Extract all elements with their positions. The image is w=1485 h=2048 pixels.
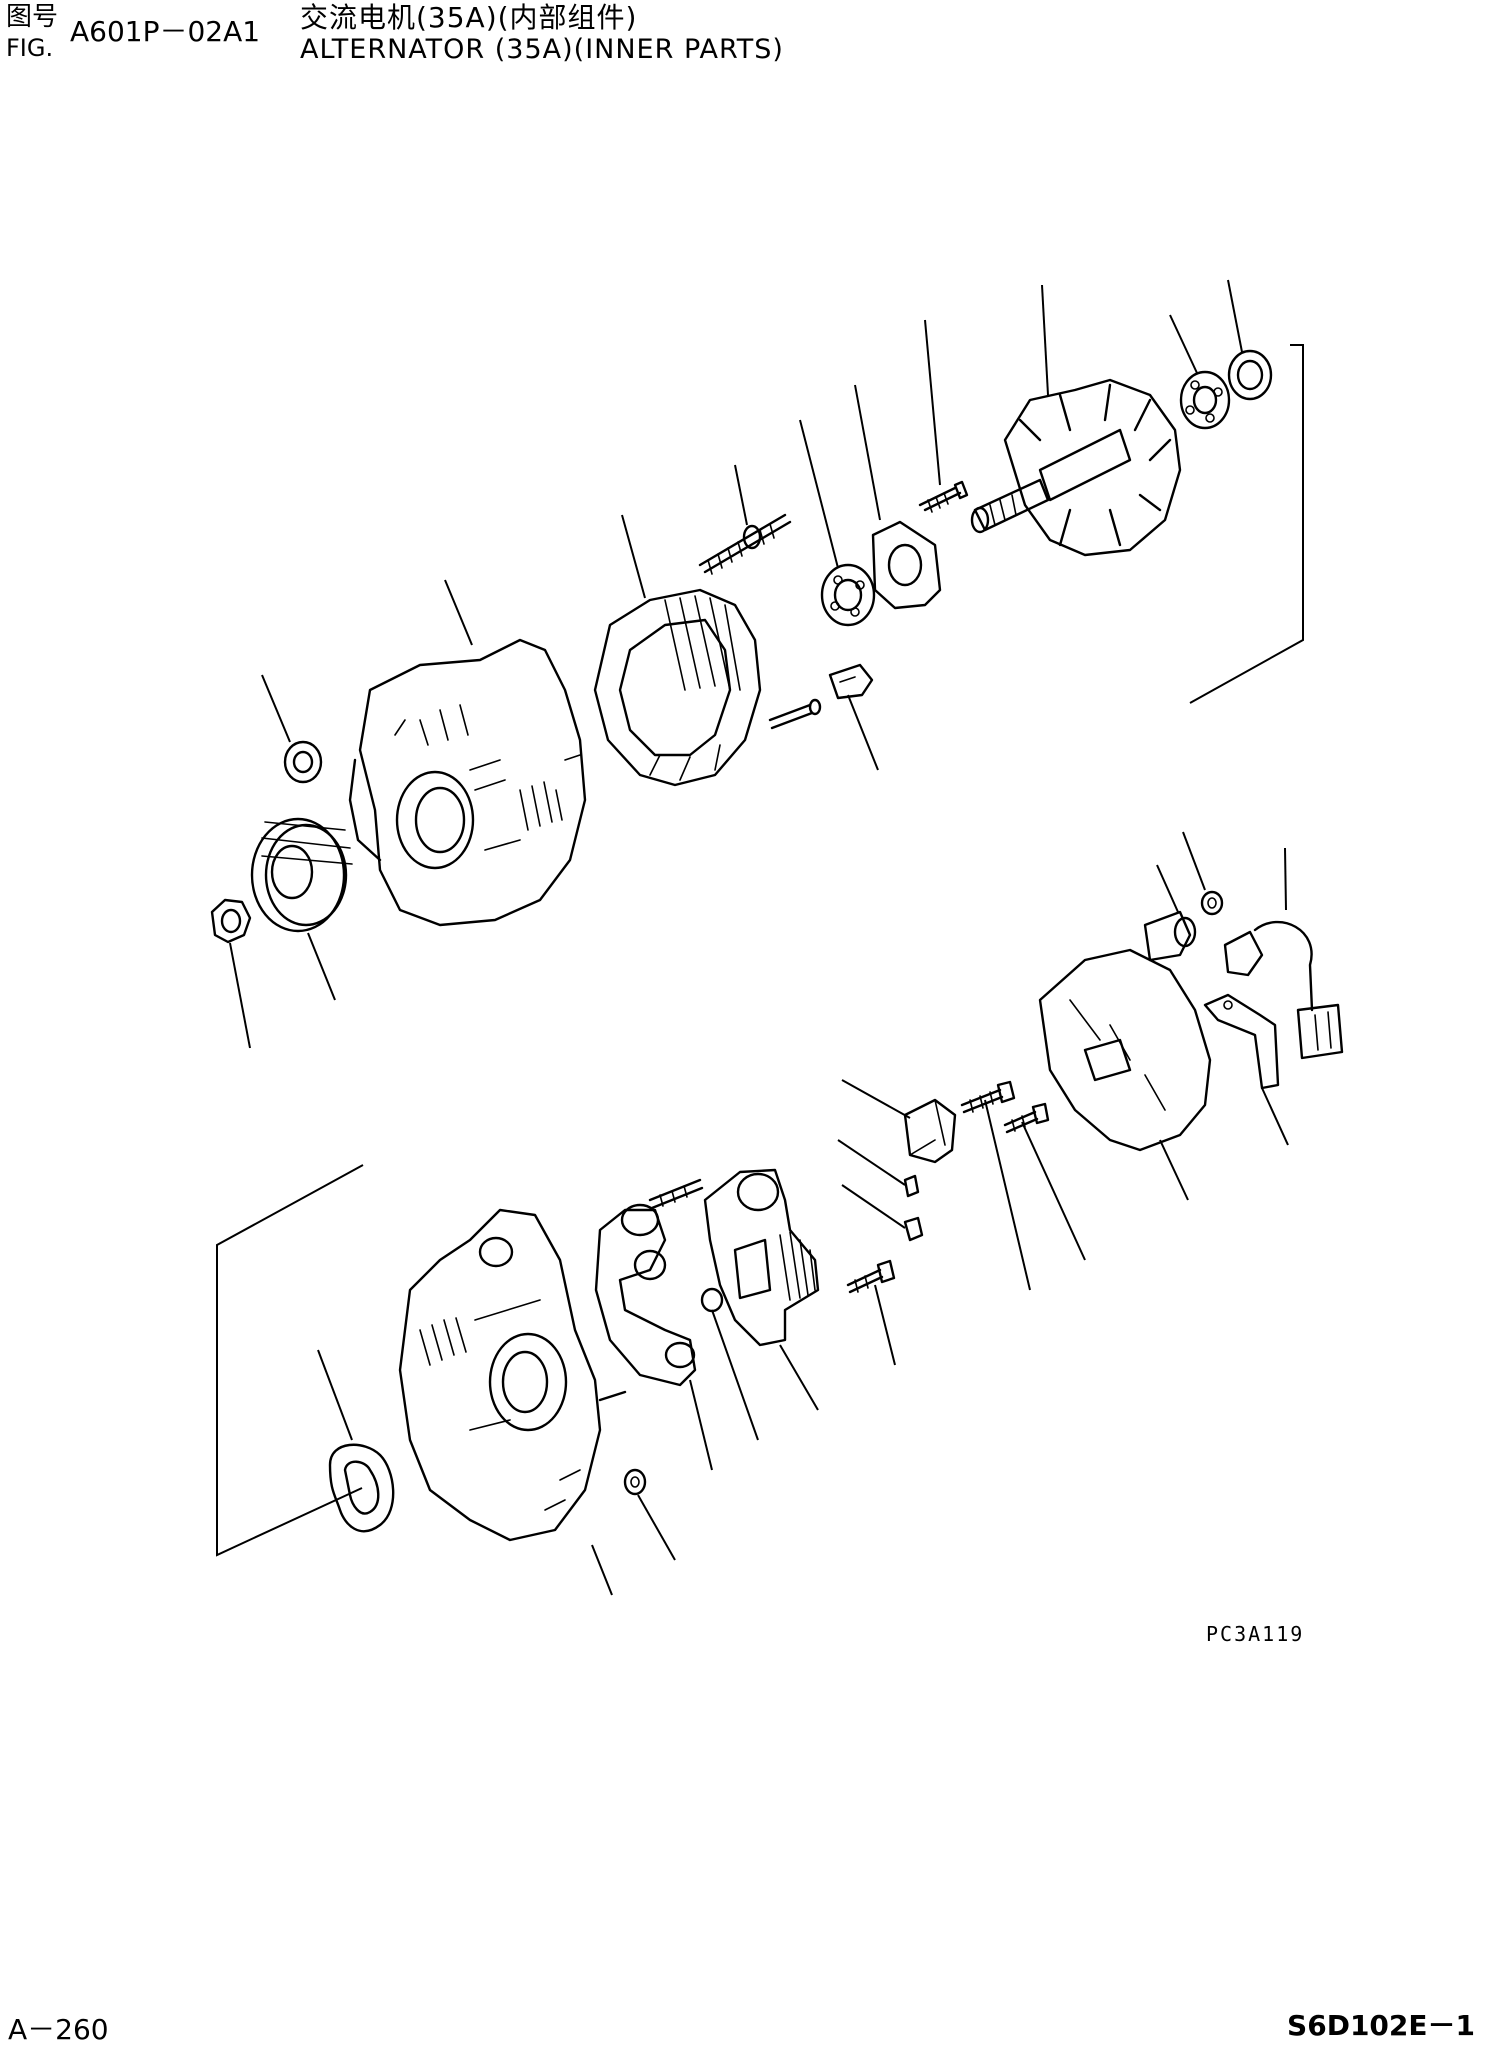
stud-bolt-part [698, 513, 792, 575]
rear-end-cover [1038, 948, 1212, 1152]
stator-lead-terminal [768, 663, 874, 730]
nut-part [623, 1468, 647, 1496]
ic-regulator [903, 1098, 957, 1164]
terminal-nut [1200, 890, 1224, 916]
bearing-retainer-plate [871, 520, 942, 610]
bearing-part [1179, 370, 1231, 430]
drive-end-frame [348, 638, 587, 927]
brush-holder [703, 1168, 820, 1347]
rectifier-holder [594, 1178, 704, 1387]
front-bearing-part [820, 563, 876, 627]
stator-part [593, 588, 762, 787]
pulley-nut [210, 898, 252, 944]
fig-label-cn: 图号 [6, 2, 59, 32]
fig-number: A601P－02A1 [70, 15, 261, 48]
screw-part-lower-c [846, 1259, 896, 1294]
fig-label-en: FIG. [6, 34, 54, 62]
screw-part-lower-a [960, 1080, 1016, 1114]
drawing-code: PC3A119 [1206, 1622, 1305, 1646]
rotor-part [970, 378, 1182, 557]
small-bolt-b [903, 1216, 924, 1242]
rear-end-frame [398, 1208, 627, 1542]
pulley-part [250, 817, 353, 933]
model-code: S6D102E－1 [1287, 2009, 1475, 2042]
bracket-part [1203, 993, 1280, 1090]
spacer-collar [283, 740, 323, 784]
title-cn: 交流电机(35A)(内部组件) [300, 1, 638, 34]
terminal-insulator [1143, 910, 1197, 962]
screw-part [918, 480, 969, 513]
leader-lines [216, 279, 1304, 1596]
washer-part [700, 1287, 724, 1313]
small-bolt-a [903, 1174, 920, 1198]
screw-part-lower-b [1003, 1102, 1050, 1134]
oring-packing [328, 1443, 395, 1533]
page-number: A－260 [8, 2013, 109, 2046]
bearing-cover-part [1227, 349, 1273, 401]
connector-with-lead [1223, 920, 1344, 1060]
title-en: ALTERNATOR (35A)(INNER PARTS) [300, 34, 784, 65]
